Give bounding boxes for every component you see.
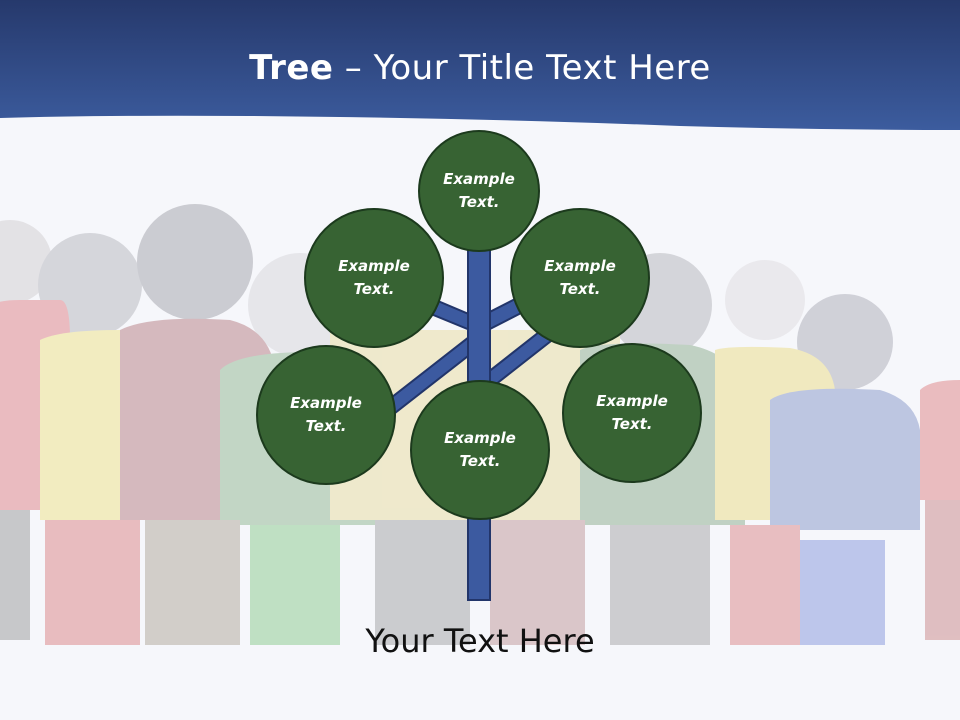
tree-node-upper-right: Example Text. bbox=[510, 208, 650, 348]
tree-node-top: Example Text. bbox=[418, 130, 540, 252]
node-label: Example Text. bbox=[443, 170, 515, 211]
tree-node-upper-left: Example Text. bbox=[304, 208, 444, 348]
tree-node-center: Example Text. bbox=[410, 380, 550, 520]
node-label: Example Text. bbox=[290, 394, 362, 435]
title-rest: – Your Title Text Here bbox=[333, 48, 711, 88]
title-bold: Tree bbox=[249, 48, 334, 88]
node-label: Example Text. bbox=[596, 392, 668, 433]
node-label: Example Text. bbox=[338, 257, 410, 298]
footer-text: Your Text Here bbox=[365, 622, 595, 660]
tree-node-lower-left: Example Text. bbox=[256, 345, 396, 485]
node-label: Example Text. bbox=[444, 429, 516, 470]
slide-title: Tree – Your Title Text Here bbox=[0, 48, 960, 88]
tree-node-lower-right: Example Text. bbox=[562, 343, 702, 483]
node-label: Example Text. bbox=[544, 257, 616, 298]
